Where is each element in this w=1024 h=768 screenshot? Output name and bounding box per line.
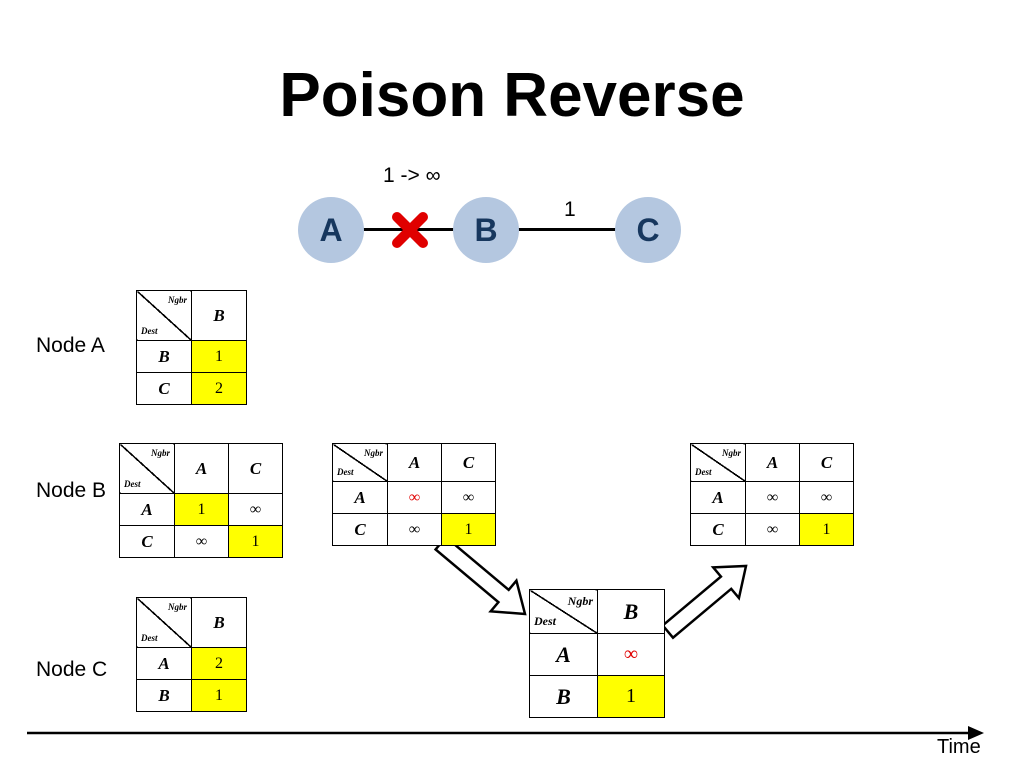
table-cell: ∞ <box>387 513 442 546</box>
table-cell: ∞ <box>174 525 229 558</box>
slide-title: Poison Reverse <box>279 61 745 130</box>
row-header: C <box>690 513 746 546</box>
row-header: A <box>690 481 746 514</box>
table-cell: ∞ <box>228 493 283 526</box>
table-cell-poisoned: ∞ <box>597 633 665 676</box>
header-diag-cell: Ngbr Dest <box>136 597 192 648</box>
table-cell-poisoned: ∞ <box>387 481 442 514</box>
row-header: A <box>136 647 192 680</box>
time-label: Time <box>937 736 981 758</box>
row-header: B <box>529 675 598 718</box>
table-cell: 1 <box>174 493 229 526</box>
header-diag-cell: Ngbr Dest <box>690 443 746 482</box>
node-b-circle: B <box>453 197 519 263</box>
row-header: B <box>136 679 192 712</box>
arrow-down-right-icon <box>433 535 527 616</box>
node-c-table-t0: Ngbr Dest B A 2 B 1 <box>136 597 247 712</box>
table-cell: ∞ <box>441 481 496 514</box>
table-cell: 2 <box>191 372 247 405</box>
table-cell: 1 <box>799 513 854 546</box>
row-header: B <box>136 340 192 373</box>
header-diag-cell: Ngbr Dest <box>332 443 388 482</box>
node-b-label: Node B <box>36 479 107 502</box>
link-bc-label: 1 <box>564 198 576 221</box>
table-cell: ∞ <box>745 481 800 514</box>
table-cell: 1 <box>191 340 247 373</box>
col-header: A <box>174 443 229 494</box>
node-c-circle: C <box>615 197 681 263</box>
table-cell: 2 <box>191 647 247 680</box>
col-header: C <box>799 443 854 482</box>
table-cell: ∞ <box>745 513 800 546</box>
col-header: A <box>387 443 442 482</box>
node-a-table: Ngbr Dest B B 1 C 2 <box>136 290 247 405</box>
col-header: C <box>228 443 283 494</box>
row-header: A <box>119 493 175 526</box>
col-header: C <box>441 443 496 482</box>
node-c-table-t1: Ngbr Dest B A ∞ B 1 <box>529 589 665 718</box>
header-diag-cell: Ngbr Dest <box>136 290 192 341</box>
table-cell: ∞ <box>799 481 854 514</box>
row-header: C <box>136 372 192 405</box>
node-a-label: Node A <box>36 334 105 357</box>
table-cell: 1 <box>441 513 496 546</box>
table-cell: 1 <box>228 525 283 558</box>
header-diag-cell: Ngbr Dest <box>119 443 175 494</box>
node-c-label: Node C <box>36 658 108 681</box>
header-diag-cell: Ngbr Dest <box>529 589 598 634</box>
table-cell: 1 <box>191 679 247 712</box>
table-cell: 1 <box>597 675 665 718</box>
link-ab-label: 1 -> ∞ <box>383 164 441 187</box>
row-header: A <box>332 481 388 514</box>
timeline-arrow <box>27 726 984 740</box>
row-header: C <box>119 525 175 558</box>
link-b-c <box>518 228 618 231</box>
node-b-table-t2: Ngbr Dest A C A ∞ ∞ C ∞ 1 <box>690 443 854 546</box>
col-header: A <box>745 443 800 482</box>
node-b-table-t1: Ngbr Dest A C A ∞ ∞ C ∞ 1 <box>332 443 496 546</box>
row-header: C <box>332 513 388 546</box>
red-x-icon <box>392 212 428 248</box>
col-header: B <box>597 589 665 634</box>
arrow-up-right-icon <box>660 564 748 640</box>
node-a-circle: A <box>298 197 364 263</box>
node-b-table-t0: Ngbr Dest A C A 1 ∞ C ∞ 1 <box>119 443 283 558</box>
col-header: B <box>191 597 247 648</box>
col-header: B <box>191 290 247 341</box>
row-header: A <box>529 633 598 676</box>
